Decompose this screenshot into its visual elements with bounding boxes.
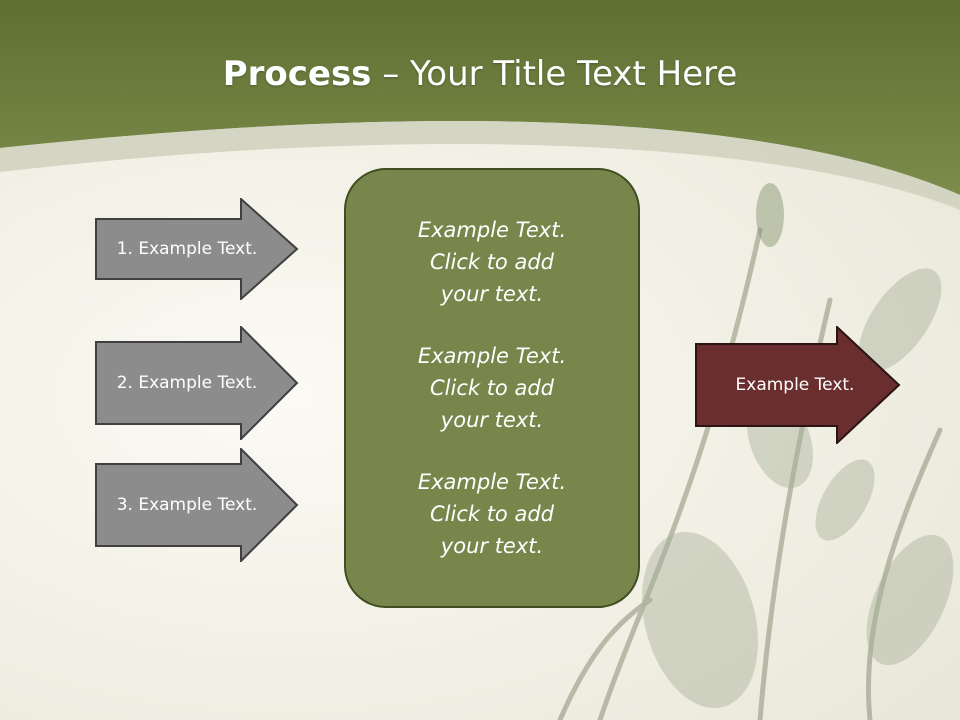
left-arrow-label: 3. Example Text. — [116, 495, 258, 515]
slide-title-rest: – Your Title Text Here — [371, 54, 738, 94]
header-swoosh — [0, 121, 960, 210]
right-arrow[interactable]: Example Text. — [695, 326, 901, 444]
header-band — [0, 0, 960, 195]
slide-title-bold: Process — [222, 54, 372, 94]
center-item-3: Example Text. Click to add your text. — [417, 470, 567, 558]
slide-title: Process – Your Title Text Here — [0, 52, 960, 96]
left-arrow-label: 2. Example Text. — [116, 373, 258, 393]
center-content-box[interactable]: Example Text. Click to add your text. Ex… — [344, 168, 640, 608]
center-item-1: Example Text. Click to add your text. — [417, 218, 567, 306]
arrow-shape — [95, 448, 299, 562]
arrow-shape — [695, 326, 901, 444]
catkin-decoration — [641, 183, 954, 709]
left-arrow-2[interactable]: 2. Example Text. — [95, 326, 299, 440]
right-arrow-label: Example Text. — [735, 375, 855, 395]
arrow-shape — [95, 326, 299, 440]
left-arrow-3[interactable]: 3. Example Text. — [95, 448, 299, 562]
left-arrow-1[interactable]: 1. Example Text. — [95, 198, 299, 300]
center-item-2: Example Text. Click to add your text. — [417, 344, 567, 432]
arrow-shape — [95, 198, 299, 300]
left-arrow-label: 1. Example Text. — [116, 239, 258, 259]
